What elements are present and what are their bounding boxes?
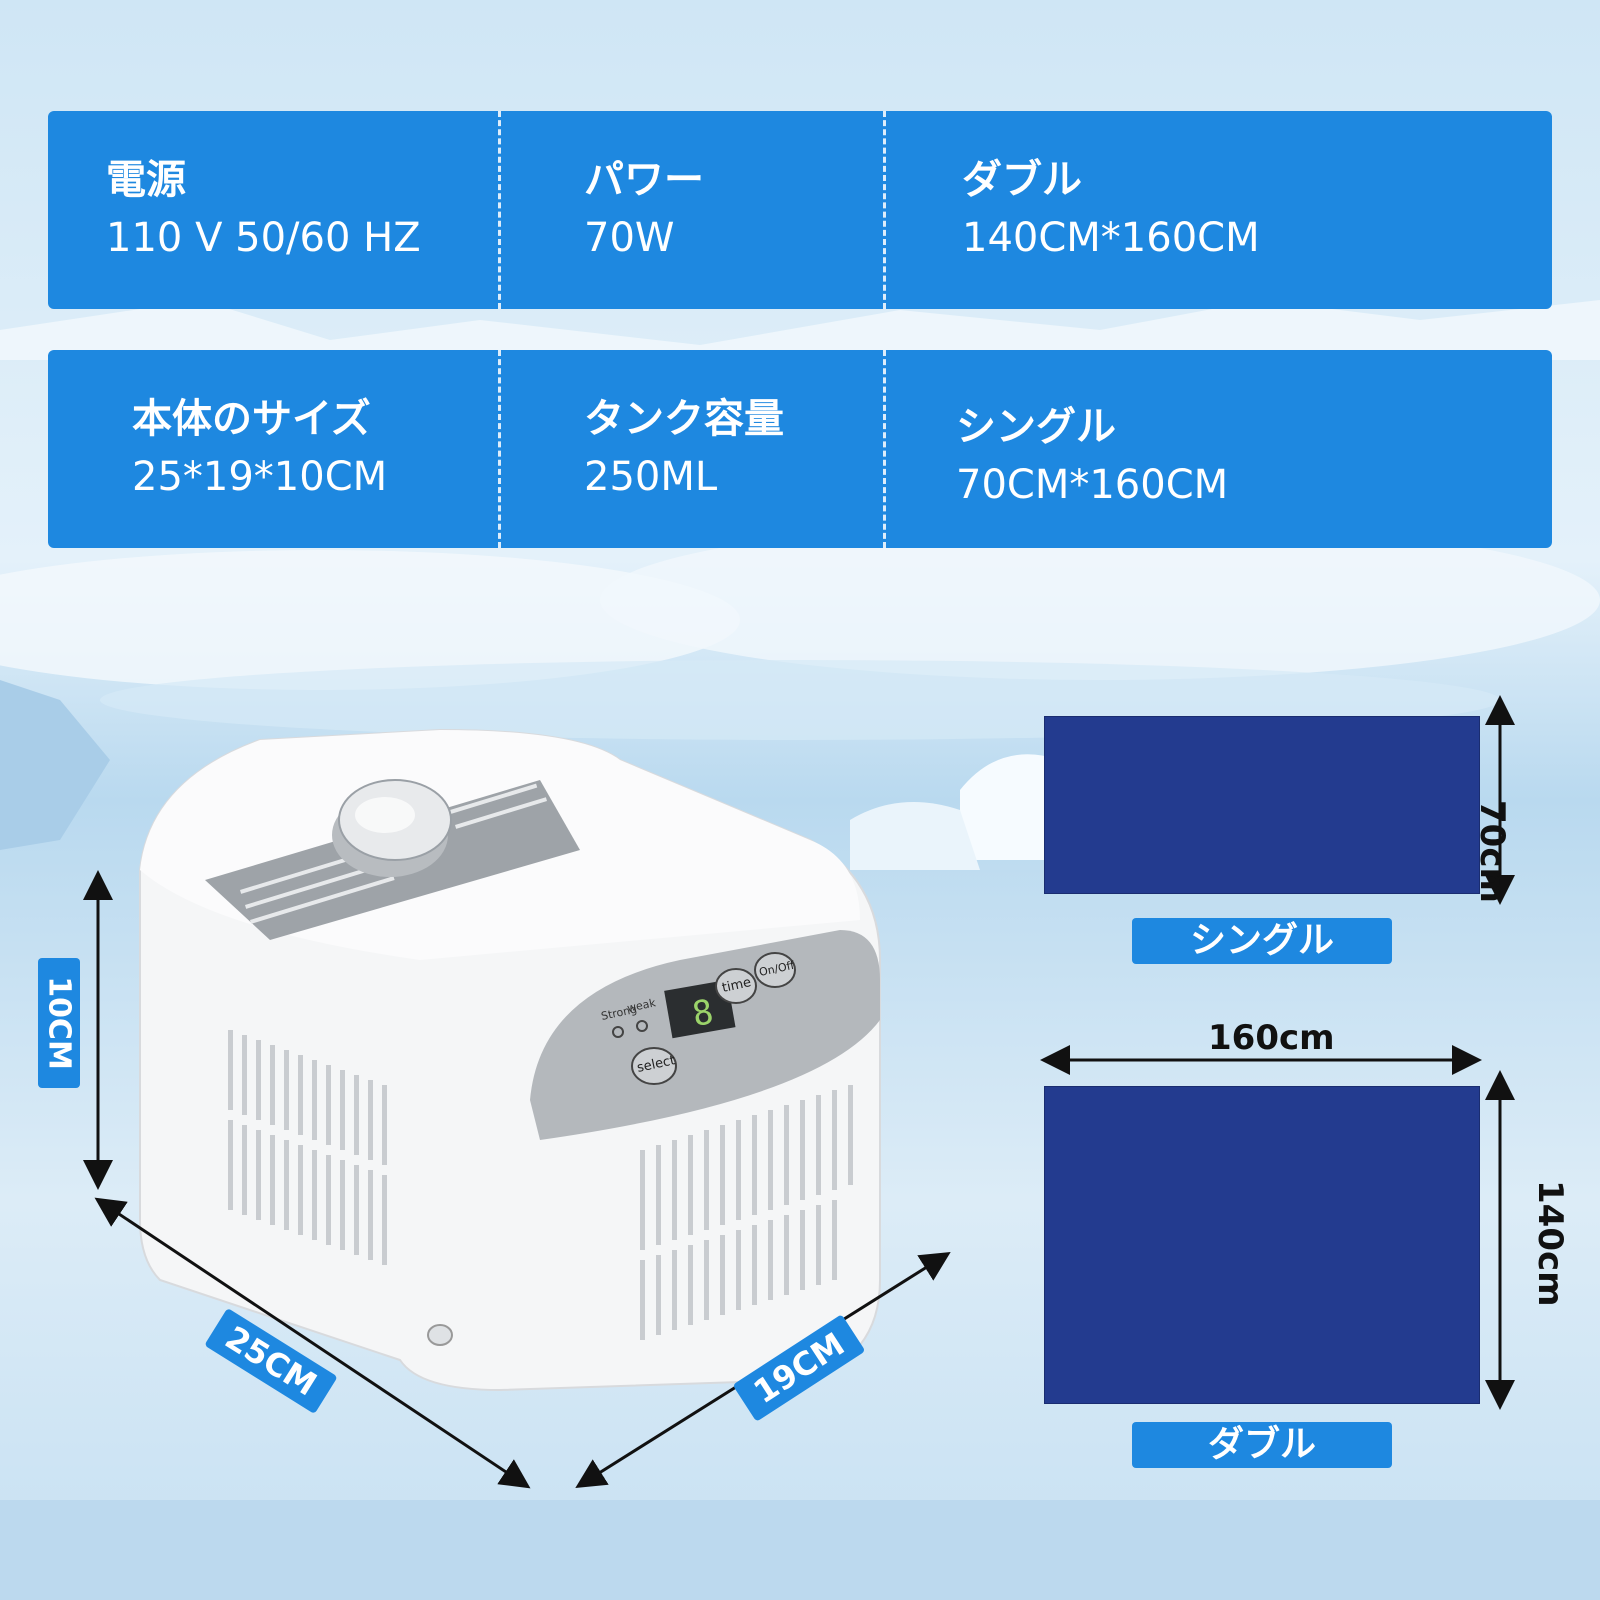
dashed-divider [883, 111, 886, 309]
dashed-divider [498, 350, 501, 548]
spec-cell-power-source: 電源 110 V 50/60 HZ [48, 111, 498, 309]
single-mat [1044, 716, 1480, 894]
warning-label-lines [240, 783, 548, 924]
spec-label: 電源 [106, 157, 186, 203]
double-height-label: 140cm [1530, 1180, 1570, 1307]
drain-plug-icon [427, 1324, 453, 1346]
select-button [631, 1047, 677, 1085]
strong-indicator [612, 1026, 624, 1038]
spec-value: 250ML [584, 454, 718, 500]
spec-value: 140CM*160CM [962, 215, 1260, 261]
single-height-label: 70cm [1472, 800, 1512, 903]
double-tag: ダブル [1132, 1422, 1392, 1468]
spec-cell-body-size: 本体のサイズ 25*19*10CM [48, 350, 498, 548]
spec-cell-double: ダブル 140CM*160CM [886, 111, 1546, 309]
spec-cell-power: パワー 70W [501, 111, 883, 309]
double-mat [1044, 1086, 1480, 1404]
spec-value: 25*19*10CM [132, 454, 388, 500]
height-tag: 10CM [38, 958, 80, 1088]
spec-value: 110 V 50/60 HZ [106, 215, 421, 261]
spec-panel-row-2: 本体のサイズ 25*19*10CM タンク容量 250ML シングル 70CM*… [48, 350, 1552, 548]
weak-indicator [636, 1020, 648, 1032]
dashed-divider [498, 111, 501, 309]
spec-label: ダブル [962, 157, 1082, 203]
control-panel [530, 930, 880, 1140]
spec-label: パワー [584, 157, 704, 203]
spec-label: 本体のサイズ [132, 396, 371, 442]
spec-cell-tank: タンク容量 250ML [501, 350, 883, 548]
weak-label: weak [626, 996, 658, 1015]
dashed-divider [883, 350, 886, 548]
spec-label: タンク容量 [584, 396, 784, 442]
double-width-label: 160cm [1208, 1018, 1335, 1058]
height-tag-label: 10CM [41, 976, 77, 1070]
spec-value: 70CM*160CM [956, 462, 1229, 508]
power-button [754, 952, 796, 988]
spec-value: 70W [584, 215, 675, 261]
time-button [715, 968, 757, 1004]
spec-panel-row-1: 電源 110 V 50/60 HZ パワー 70W ダブル 140CM*160C… [48, 111, 1552, 309]
time-button-label: time [721, 975, 753, 996]
single-tag: シングル [1132, 918, 1392, 964]
spec-label: シングル [956, 404, 1116, 450]
spec-cell-single: シングル 70CM*160CM [886, 350, 1546, 548]
